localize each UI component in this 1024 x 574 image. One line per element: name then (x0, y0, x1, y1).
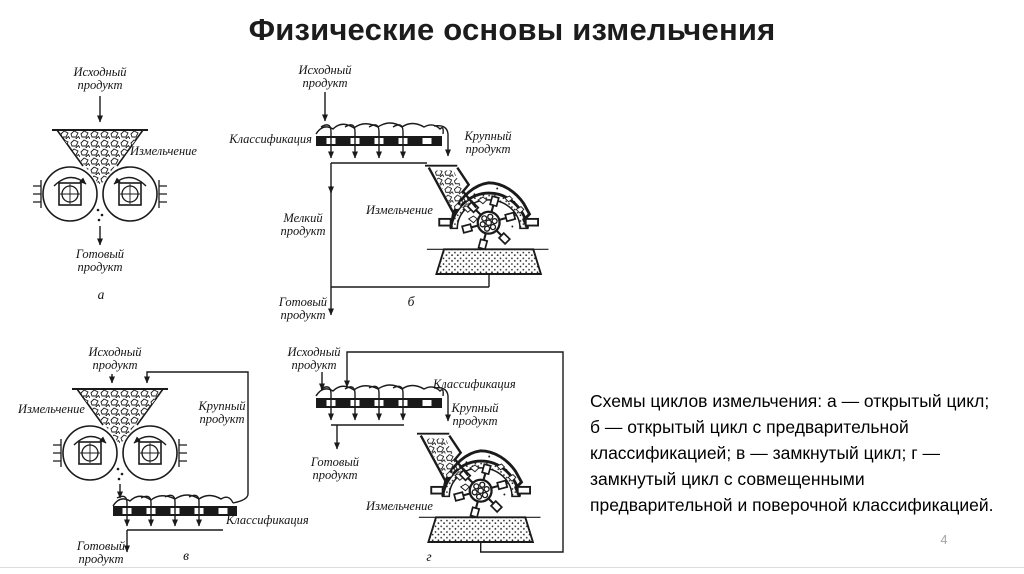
hammer-mill-drawing (423, 164, 550, 276)
label-g-classification: Классификация (433, 377, 516, 391)
label-b-feed: Исходный продукт (298, 63, 352, 91)
letter-a: а (97, 287, 105, 302)
label-a-product: Готовый продукт (75, 247, 125, 275)
letter-v: в (183, 548, 189, 563)
diagram-a-drawing (33, 96, 167, 246)
label-b-product: Готовый продукт (278, 295, 328, 323)
page-number: 4 (940, 533, 948, 547)
label-v-feed: Исходный продукт (88, 345, 142, 373)
label-v-grinding: Измельчение (18, 402, 85, 416)
label-g-product: Готовый продукт (310, 455, 360, 483)
label-a-grinding: Измельчение (130, 144, 197, 158)
label-b-fine: Мелкий продукт (280, 211, 326, 239)
label-g-coarse: Крупный продукт (451, 401, 499, 429)
letter-g: г (426, 549, 432, 564)
label-g-feed: Исходный продукт (287, 345, 341, 373)
label-g-grinding: Измельчение (366, 499, 433, 513)
label-v-coarse: Крупный продукт (198, 399, 246, 427)
diagram-b-drawing (315, 92, 550, 316)
label-b-grinding: Измельчение (366, 203, 433, 217)
diagram-v-drawing (53, 371, 249, 553)
hammer-mill-drawing (415, 432, 542, 544)
label-a-feed: Исходный продукт (73, 65, 127, 93)
caption-text: Схемы циклов измельчения: а — открытый ц… (590, 391, 994, 515)
label-b-coarse: Крупный продукт (464, 129, 512, 157)
label-b-classification: Классификация (229, 132, 312, 146)
label-v-classification: Классификация (226, 513, 309, 527)
diagram-g-drawing (315, 351, 564, 553)
label-v-product: Готовый продукт (76, 539, 126, 567)
bottom-divider (0, 567, 1024, 568)
letter-b: б (407, 294, 415, 309)
slide-title: Физические основы измельчения (248, 12, 776, 47)
